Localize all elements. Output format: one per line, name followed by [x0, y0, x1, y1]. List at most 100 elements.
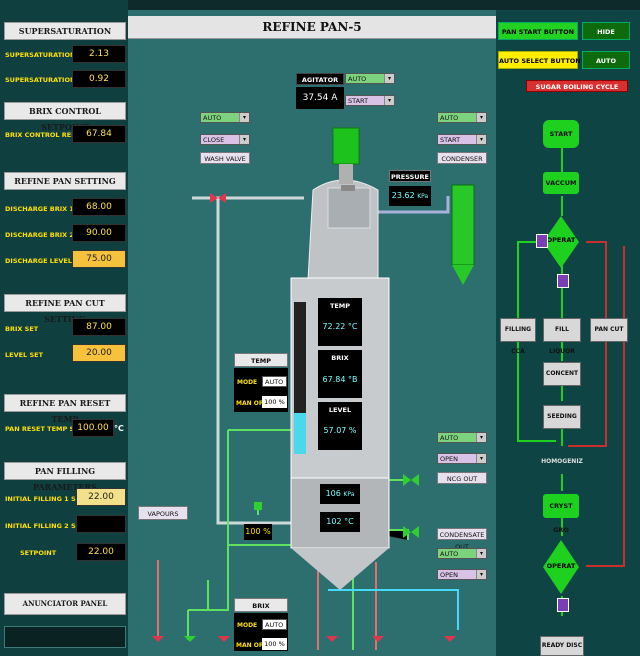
initial-filling2-value[interactable]: [76, 515, 126, 533]
brix-control-mode-select[interactable]: AUTO: [262, 619, 287, 630]
calandria-pressure-display: 106 KPa: [320, 484, 360, 504]
check-icon[interactable]: [536, 234, 548, 248]
check-icon[interactable]: [557, 598, 569, 612]
brix-control-manop-field[interactable]: 100 %: [262, 638, 287, 650]
wash-mode-select[interactable]: AUTO▾: [200, 112, 250, 123]
flow-step-fill-liquor[interactable]: FILL LIQUOR: [543, 318, 581, 355]
calandria-pressure-value: 106: [325, 489, 341, 498]
brix-value: 67.84: [322, 375, 346, 384]
condensate-cmd-value: OPEN: [440, 571, 459, 579]
discharge-level-value[interactable]: 75.00: [72, 250, 126, 268]
supersat-set-value[interactable]: 0.92: [72, 70, 126, 88]
chevron-down-icon: ▾: [476, 549, 486, 558]
temp-control-manop-field[interactable]: 100 %: [262, 396, 287, 408]
reset-temp-unit: °C: [114, 424, 124, 433]
temp-control-manop-unit: %: [278, 398, 285, 406]
flow-step-cryst-gro[interactable]: CRYST GRO: [543, 494, 579, 534]
flow-step-homogeniz[interactable]: HOMOGENIZ: [540, 450, 584, 474]
temp-unit: °C: [347, 322, 358, 331]
wash-cmd-select[interactable]: CLOSE▾: [200, 134, 250, 145]
refine-pan-cut-title: REFINE PAN CUT SETTING: [4, 294, 126, 324]
brix-remote-label: BRIX CONTROL REMOTE: [5, 131, 93, 139]
wash-valve-button[interactable]: WASH VALVE: [200, 152, 250, 164]
steam-valve-display: 100 %: [244, 524, 272, 540]
brix-set-value[interactable]: 87.00: [72, 318, 126, 336]
agitator-current: 37.54 A: [296, 87, 344, 109]
supersat-act-value: 2.13: [72, 45, 126, 63]
flow-step-filling-cca[interactable]: FILLING CCA: [500, 318, 536, 355]
condenser-mode-select[interactable]: AUTO▾: [437, 112, 487, 123]
operat2-label: OPERAT: [546, 562, 576, 570]
supersaturation-title: SUPERSATURATION: [4, 22, 126, 40]
brix-setpoint-title: BRIX CONTROL SETPOINT: [4, 102, 126, 132]
pan-start-button[interactable]: PAN START BUTTON: [498, 22, 578, 40]
brix-remote-value: 67.84: [72, 125, 126, 143]
chevron-down-icon: ▾: [476, 570, 486, 579]
brix-control-manop-unit: %: [278, 640, 285, 648]
flow-step-start[interactable]: START: [543, 120, 579, 148]
condenser-cmd-select[interactable]: START ▾: [437, 134, 487, 145]
agitator-mode-select[interactable]: AUTO ▾: [345, 73, 395, 84]
brix-control-manop-label: MAN OP: [236, 642, 264, 649]
flow-step-ready-disc[interactable]: READY DISC: [540, 636, 584, 656]
discharge-brix1-value[interactable]: 68.00: [72, 198, 126, 216]
condensate-mode-select[interactable]: AUTO ▾: [437, 548, 487, 559]
temp-control-manop-label: MAN OP: [236, 400, 264, 407]
temp-control-mode-value: AUTO: [265, 378, 284, 386]
auto-select-value[interactable]: AUTO: [582, 51, 630, 69]
reset-temp-value[interactable]: 100.00: [72, 419, 114, 437]
flow-decision-operat1[interactable]: OPERAT: [543, 216, 579, 268]
agitator-mode-value: AUTO: [348, 75, 367, 83]
chevron-down-icon: ▾: [384, 74, 394, 83]
flow-step-concent[interactable]: CONCENT: [543, 362, 581, 386]
brix-set-label: BRIX SET: [5, 325, 39, 333]
filling-setpoint-value: 22.00: [76, 543, 126, 561]
ncg-cmd-value: OPEN: [440, 455, 459, 463]
ncg-cmd-select[interactable]: OPEN ▾: [437, 453, 487, 464]
initial-filling1-value[interactable]: 22.00: [76, 488, 126, 506]
brix-control-mode-value: AUTO: [265, 621, 284, 629]
diamond-shape: [543, 216, 579, 268]
condenser-mode-value: AUTO: [440, 114, 459, 122]
level-value: 57.07: [323, 426, 347, 435]
anunciator-display: [4, 626, 126, 648]
check-icon[interactable]: [557, 274, 569, 288]
condenser-button[interactable]: CONDENSER: [437, 152, 487, 164]
chevron-down-icon: ▾: [476, 135, 486, 144]
level-label: LEVEL: [323, 405, 357, 416]
condensate-out-button[interactable]: CONDENSATE OUT: [437, 528, 487, 551]
condensate-cmd-select[interactable]: OPEN ▾: [437, 569, 487, 580]
agitator-unit: A: [331, 93, 338, 103]
reset-temp-title: REFINE PAN RESET TEMP: [4, 394, 126, 424]
chevron-down-icon: ▾: [384, 96, 394, 105]
flow-decision-operat2[interactable]: OPERAT: [543, 540, 579, 594]
pressure-display: 23.62 KPa: [389, 186, 431, 206]
brix-unit: °B: [347, 375, 358, 384]
ncg-mode-select[interactable]: AUTO▾: [437, 432, 487, 443]
brix-control-title: BRIX CONTROL: [234, 598, 288, 624]
pressure-value: 23.62: [391, 191, 415, 200]
flow-step-seeding[interactable]: SEEDING: [543, 405, 581, 429]
anunciator-panel-button[interactable]: ANUNCIATOR PANEL: [4, 593, 126, 615]
condensate-mode-value: AUTO: [440, 550, 459, 558]
brix-display: 67.84 °B: [320, 370, 360, 390]
flow-step-vaccum[interactable]: VACCUM: [543, 172, 579, 194]
ncg-out-button[interactable]: NCG OUT: [437, 472, 487, 484]
auto-select-button[interactable]: AUTO SELECT BUTTON: [498, 51, 581, 69]
agitator-label: AGITATOR: [296, 73, 344, 85]
pan-start-hide-button[interactable]: HIDE: [582, 22, 630, 40]
discharge-brix2-value[interactable]: 90.00: [72, 224, 126, 242]
level-set-value[interactable]: 20.00: [72, 344, 126, 362]
flow-step-pan-cut[interactable]: PAN CUT: [590, 318, 628, 342]
steam-valve-unit: %: [263, 527, 271, 536]
operat1-label: OPERAT: [546, 236, 576, 244]
temp-display: 72.22 °C: [320, 317, 360, 337]
agitator-cmd-select[interactable]: START▾: [345, 95, 395, 106]
temp-control-mode-select[interactable]: AUTO: [262, 376, 287, 387]
chevron-down-icon: ▾: [476, 454, 486, 463]
condenser-cmd-value: START: [440, 136, 461, 144]
pan-filling-title: PAN FILLING PARAMETERS: [4, 462, 126, 492]
temp-control-manop-value: 100: [264, 398, 277, 406]
wash-cmd-value: CLOSE: [203, 136, 225, 144]
